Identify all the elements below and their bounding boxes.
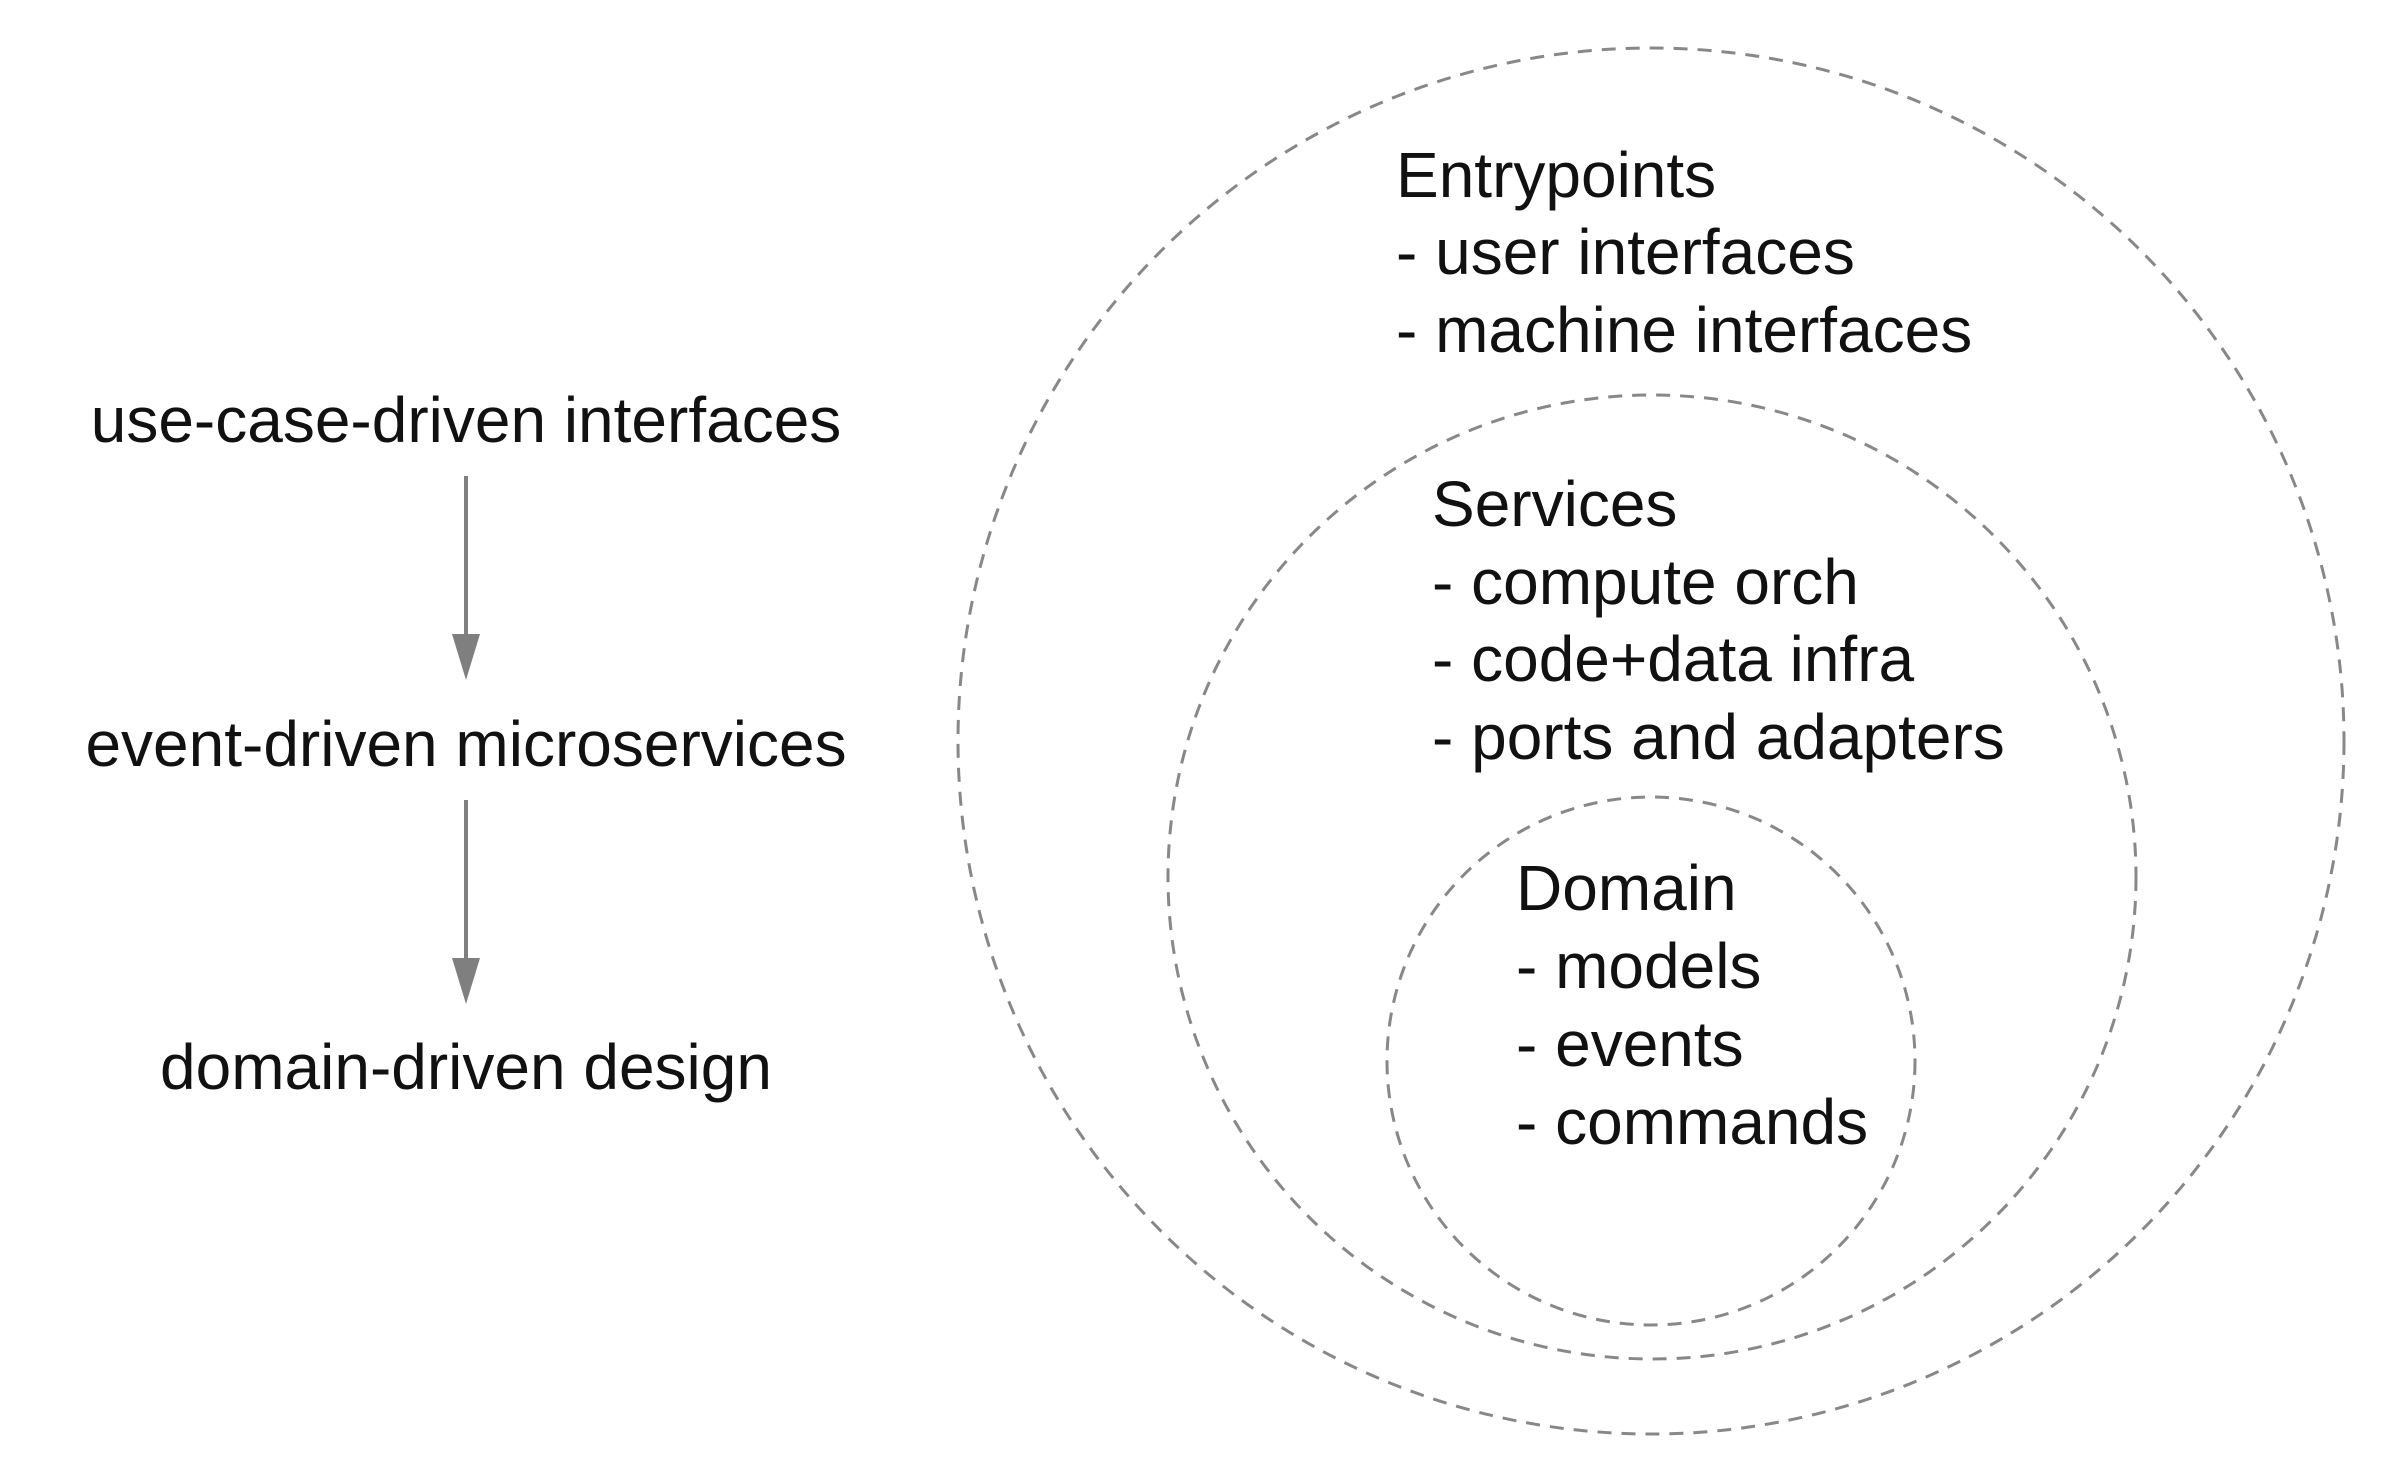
flow-item-domain-driven-design: domain-driven design: [160, 1031, 772, 1103]
domain-circle: [1385, 795, 1917, 1327]
entrypoints-title: Entrypoints: [1396, 139, 1716, 211]
domain-title: Domain: [1516, 852, 1737, 924]
flow-column: use-case-driven interfaces event-driven …: [85, 384, 846, 1103]
entrypoints-circle: [956, 46, 2346, 1436]
domain-label-group: Domain - models - events - commands: [1516, 852, 1868, 1158]
flow-arrow-1-head: [452, 634, 480, 680]
entrypoints-item: - machine interfaces: [1396, 294, 1972, 366]
flow-arrow-2-head: [452, 958, 480, 1004]
domain-item: - events: [1516, 1008, 1744, 1080]
services-circle: [1166, 393, 2138, 1361]
services-title: Services: [1432, 468, 1677, 540]
services-item: - ports and adapters: [1432, 701, 2005, 773]
entrypoints-item: - user interfaces: [1396, 216, 1855, 288]
entrypoints-label-group: Entrypoints - user interfaces - machine …: [1396, 139, 1972, 366]
flow-item-use-case-driven-interfaces: use-case-driven interfaces: [91, 384, 842, 456]
flow-item-event-driven-microservices: event-driven microservices: [85, 708, 846, 780]
domain-item: - models: [1516, 930, 1761, 1002]
layer-circles: [956, 46, 2346, 1436]
services-item: - code+data infra: [1432, 623, 1915, 695]
domain-item: - commands: [1516, 1086, 1868, 1158]
services-label-group: Services - compute orch - code+data infr…: [1432, 468, 2005, 773]
services-item: - compute orch: [1432, 546, 1859, 618]
